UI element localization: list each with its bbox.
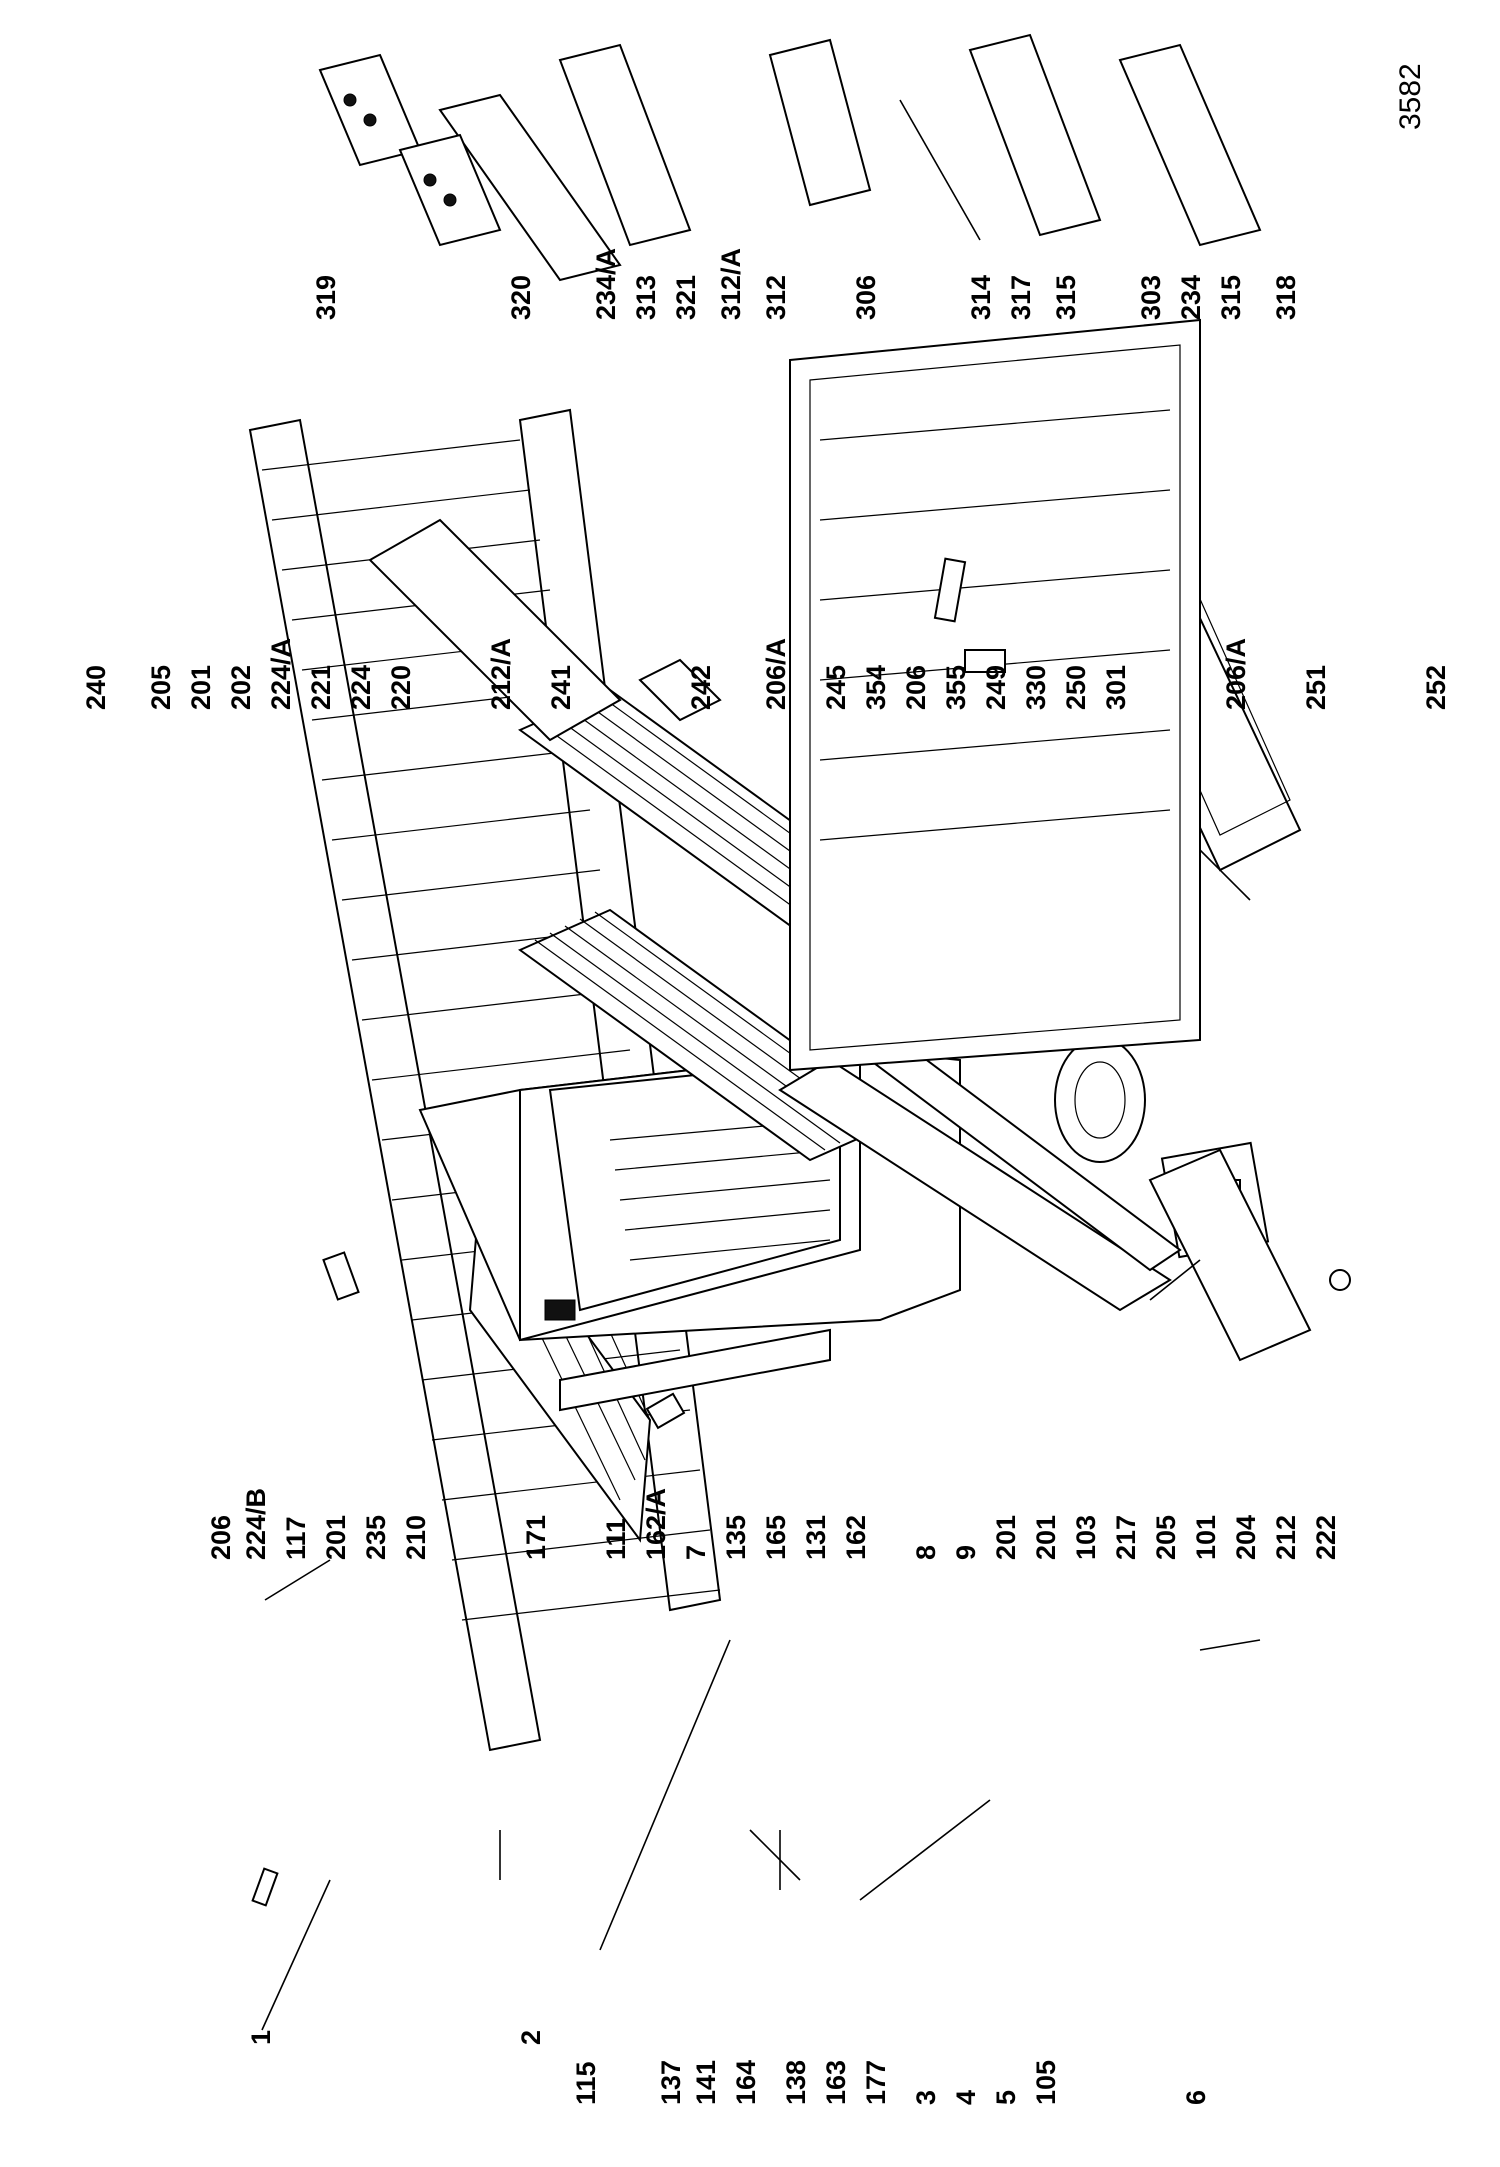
callout: 205 [1151, 1515, 1181, 1560]
callout: 313 [631, 275, 661, 320]
callout: 317 [1006, 275, 1036, 320]
callout: 137 [656, 2060, 686, 2105]
callout: 234 [1176, 275, 1206, 320]
document-number: 3582 [1394, 63, 1427, 130]
condenser-coil-drawing [248, 408, 722, 1907]
callout: 222 [1311, 1515, 1341, 1560]
callout: 217 [1111, 1515, 1141, 1560]
callout: 6 [1181, 2090, 1211, 2105]
callout: 301 [1101, 665, 1131, 710]
callout: 4 [951, 2090, 981, 2105]
callout: 202 [226, 665, 256, 710]
callout: 103 [1071, 1515, 1101, 1560]
callout: 171 [521, 1515, 551, 1560]
callout: 312 [761, 275, 791, 320]
callout: 5 [991, 2090, 1021, 2105]
egg-tray-drawing [318, 53, 502, 247]
callout: 165 [761, 1515, 791, 1560]
callout: 201 [186, 665, 216, 710]
callout: 315 [1051, 275, 1081, 320]
callout: 303 [1136, 275, 1166, 320]
callout: 212 [1271, 1515, 1301, 1560]
callout: 245 [821, 665, 851, 710]
callout: 115 [571, 2061, 601, 2105]
callout: 1 [246, 2030, 276, 2045]
callout: 319 [311, 275, 341, 320]
callout: 135 [721, 1515, 751, 1560]
callout: 224/B [241, 1488, 271, 1560]
callout: 3 [911, 2090, 941, 2105]
callout: 235 [361, 1515, 391, 1560]
callout: 212/A [486, 638, 516, 710]
callout: 249 [981, 665, 1011, 710]
door-drawing [778, 318, 1201, 1312]
callout: 355 [941, 665, 971, 710]
callout: 318 [1271, 275, 1301, 320]
callout: 2 [516, 2030, 546, 2045]
callout: 315 [1216, 275, 1246, 320]
callout: 220 [386, 665, 416, 710]
callout: 221 [306, 665, 336, 710]
callout: 163 [821, 2060, 851, 2105]
callout: 306 [851, 275, 881, 320]
callout: 224 [346, 665, 376, 710]
callout: 204 [1231, 1515, 1261, 1560]
callout: 201 [1031, 1515, 1061, 1560]
callout: 206/A [1221, 638, 1251, 710]
callout: 321 [671, 275, 701, 320]
callout: 201 [991, 1515, 1021, 1560]
callout: 205 [146, 665, 176, 710]
callout: 312/A [716, 248, 746, 320]
callout: 177 [861, 2060, 891, 2105]
callout: 242 [686, 665, 716, 710]
callout: 206 [901, 665, 931, 710]
callout: 138 [781, 2060, 811, 2105]
callout: 9 [951, 1545, 981, 1560]
callout: 206 [206, 1515, 236, 1560]
callout: 164 [731, 2060, 761, 2105]
callout: 206/A [761, 638, 791, 710]
leader-lines [261, 99, 1261, 2031]
callout: 162 [841, 1515, 871, 1560]
callout: 240 [81, 665, 111, 710]
callout: 330 [1021, 665, 1051, 710]
callout: 105 [1031, 2060, 1061, 2105]
callout: 234/A [591, 248, 621, 320]
callout: 354 [861, 665, 891, 710]
callout: 224/A [266, 638, 296, 710]
callout: 7 [681, 1545, 711, 1560]
callout: 252 [1421, 665, 1451, 710]
callout: 8 [911, 1545, 941, 1560]
callout: 131 [801, 1515, 831, 1560]
callout: 241 [546, 665, 576, 710]
callout: 101 [1191, 1515, 1221, 1560]
callout: 314 [966, 275, 996, 320]
callout: 320 [506, 275, 536, 320]
callout: 141 [691, 2060, 721, 2105]
callout: 250 [1061, 665, 1091, 710]
callout: 111 [601, 1518, 631, 1560]
door-bin-drawing [438, 33, 1262, 282]
callout: 210 [401, 1515, 431, 1560]
callout: 162/A [641, 1488, 671, 1560]
callout: 251 [1301, 665, 1331, 710]
callout: 117 [281, 1516, 311, 1560]
callout: 201 [321, 1515, 351, 1560]
